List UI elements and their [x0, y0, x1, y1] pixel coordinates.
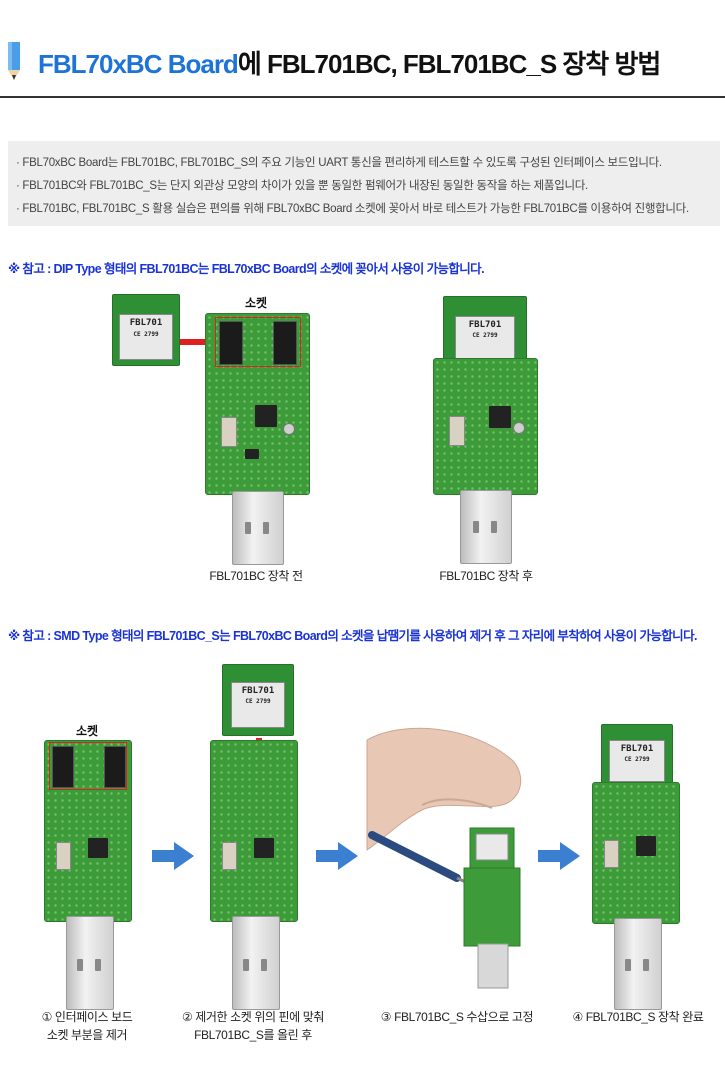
caption-after: FBL701BC 장착 후 — [439, 569, 533, 583]
step3-caption: ③ FBL701BC_S 수삽으로 고정 — [380, 1010, 534, 1024]
step1-caption-line2: 소켓 부분을 제거 — [46, 1028, 128, 1042]
interface-board-before — [205, 313, 310, 565]
fbl701-module-loose: FBL701 CE 2799 — [112, 294, 180, 366]
info-line-1: · FBL70xBC Board는 FBL701BC, FBL701BC_S의 … — [16, 157, 662, 169]
step4-board-complete: FBL701 CE 2799 — [592, 724, 682, 1010]
title-board-name: FBL70xBC Board — [38, 49, 239, 79]
page-title: FBL70xBC Board에 FBL701BC, FBL701BC_S 장착 … — [38, 44, 661, 81]
module-ce: CE 2799 — [133, 331, 159, 338]
dip-type-note: ※ 참고 : DIP Type 형태의 FBL701BC는 FBL70xBC B… — [8, 262, 485, 276]
caption-before: FBL701BC 장착 전 — [209, 569, 303, 583]
pencil-icon — [8, 42, 20, 80]
step1-board — [44, 740, 132, 1010]
title-rest: 에 FBL701BC, FBL701BC_S 장착 방법 — [237, 49, 661, 79]
step2-module: FBL701 CE 2799 — [222, 664, 294, 736]
step-arrow-3-icon — [538, 842, 580, 870]
step-arrow-2-icon — [316, 842, 358, 870]
socket-label-2: 소켓 — [76, 724, 99, 738]
info-box: · FBL70xBC Board는 FBL701BC, FBL701BC_S의 … — [8, 141, 720, 226]
step2-board — [210, 740, 298, 1010]
step4-caption: ④ FBL701BC_S 장착 완료 — [572, 1010, 704, 1024]
info-line-2: · FBL701BC와 FBL701BC_S는 단지 외관상 모양의 차이가 있… — [16, 180, 588, 192]
step-arrow-1-icon — [152, 842, 194, 870]
hand-soldering-illustration — [366, 727, 522, 989]
title-divider — [0, 96, 725, 98]
info-line-3: · FBL701BC, FBL701BC_S 활용 실습은 편의를 위해 FBL… — [16, 203, 689, 215]
interface-board-after: FBL701 CE 2799 — [433, 296, 538, 564]
step1-caption-line1: ① 인터페이스 보드 — [41, 1010, 133, 1024]
step2-caption-line2: FBL701BC_S를 올린 후 — [194, 1028, 312, 1042]
socket-label-1: 소켓 — [245, 296, 268, 310]
smd-type-note: ※ 참고 : SMD Type 형태의 FBL701BC_S는 FBL70xBC… — [8, 629, 697, 643]
step2-caption-line1: ② 제거한 소켓 위의 핀에 맞춰 — [181, 1010, 325, 1024]
module-name: FBL701 — [129, 318, 163, 328]
